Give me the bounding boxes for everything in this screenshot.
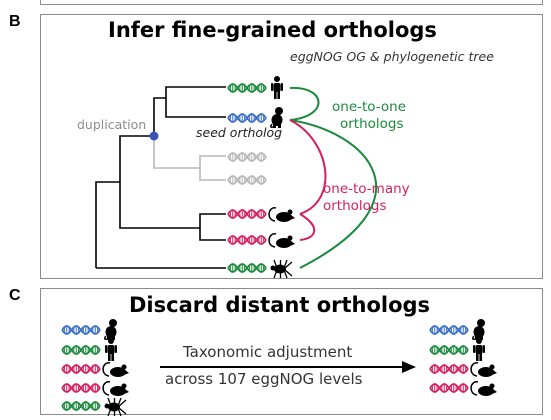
mouse-icon (268, 233, 295, 248)
tree-branch-root (95, 181, 120, 268)
panel-b (40, 14, 543, 279)
tree-branch-lost-a (199, 155, 226, 168)
panel-b-title: Infer fine-grained orthologs (108, 18, 437, 42)
tree-branch-monkey (165, 98, 226, 118)
tree-branch-mouse-a (199, 213, 226, 228)
left-gene-icon-3 (61, 364, 101, 374)
right-gene-icon-3 (429, 364, 469, 374)
human-icon (473, 338, 485, 361)
right-gene-icon-1 (429, 325, 469, 335)
gene-icon-4 (227, 175, 267, 185)
right-gene-icon-2 (429, 345, 469, 355)
left-gene-icon-2 (61, 345, 101, 355)
one-to-one-curve-human (289, 86, 320, 121)
left-gene-icon-5 (61, 401, 101, 411)
gene-icon-5 (227, 209, 267, 219)
tree-branch-split (119, 135, 154, 182)
one-to-one-curve-bug (289, 119, 377, 269)
panel-b-letter: B (9, 13, 21, 30)
panel-c-letter: C (9, 287, 21, 304)
human-icon (105, 338, 117, 361)
left-gene-icon-1 (61, 325, 101, 335)
arrow-label-line1: Taxonomic adjustment (183, 343, 353, 361)
bug-icon (270, 259, 293, 279)
mouse-icon (102, 381, 129, 396)
arrow-label-line2: across 107 eggNOG levels (165, 370, 363, 388)
monkey-icon (471, 319, 485, 340)
duplication-node (149, 131, 159, 141)
seed-ortholog-label: seed ortholog (196, 125, 283, 140)
tree-branch-mouse-b (199, 228, 226, 241)
panel-b-subtitle: eggNOG OG & phylogenetic tree (290, 49, 494, 64)
tree-branch-mice (119, 182, 200, 229)
gene-icon-3 (227, 152, 267, 162)
gene-icon-1 (227, 83, 267, 93)
tree-branch-human (165, 86, 226, 98)
tree-branch-primates (153, 97, 166, 136)
left-gene-icon-4 (61, 383, 101, 393)
panel-c-title: Discard distant orthologs (129, 293, 431, 317)
right-gene-icon-4 (429, 383, 469, 393)
mouse-icon (102, 362, 129, 377)
monkey-icon (103, 319, 117, 340)
one-to-one-label-line1: one-to-one (332, 99, 407, 115)
tree-branch-lost-b (199, 168, 226, 181)
bug-icon (104, 397, 127, 417)
monkey-icon (269, 107, 283, 128)
mouse-icon (470, 381, 497, 396)
mouse-icon (470, 362, 497, 377)
duplication-label: duplication (77, 117, 147, 132)
gene-icon-7 (227, 263, 267, 273)
gene-icon-6 (227, 235, 267, 245)
human-icon (271, 76, 283, 99)
one-to-one-label-line2: orthologs (340, 116, 404, 132)
tree-branch-lost-clade (153, 136, 200, 169)
adjustment-arrow-head (402, 361, 416, 373)
mouse-icon (268, 207, 295, 222)
panel-a-border-remnant (40, 0, 543, 5)
one-to-many-curve-b (299, 213, 316, 241)
one-to-many-label-line1: one-to-many (323, 181, 410, 197)
one-to-many-curve-a (289, 119, 327, 215)
phylogenetic-tree (95, 86, 226, 269)
gene-icon-2 (227, 113, 267, 123)
